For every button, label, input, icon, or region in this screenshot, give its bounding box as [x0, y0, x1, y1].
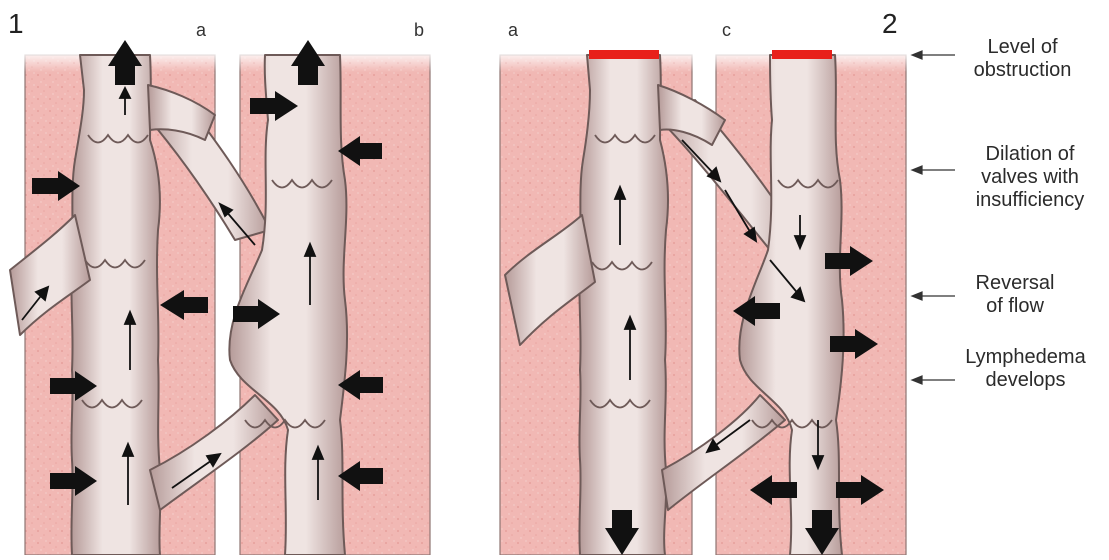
obstruction-2a [589, 50, 659, 59]
panel-2-col-c: c [722, 20, 731, 41]
annotation-dilation-of-valves: Dilation of valves with insufficiency [955, 143, 1105, 212]
annotation-pointers [912, 51, 955, 384]
panel-1-number: 1 [8, 8, 24, 40]
obstruction-2c [772, 50, 832, 59]
annotation-reversal-of-flow: Reversal of flow [955, 272, 1075, 318]
annotation-level-of-obstruction: Level of obstruction [955, 36, 1090, 82]
annotation-lymphedema-develops: Lymphedema develops [948, 346, 1103, 392]
panel-1-col-a: a [196, 20, 206, 41]
panel-1-col-b: b [414, 20, 424, 41]
panel-2-col-a: a [508, 20, 518, 41]
vein-2a-main [579, 55, 668, 555]
panel-2-number: 2 [882, 8, 898, 40]
